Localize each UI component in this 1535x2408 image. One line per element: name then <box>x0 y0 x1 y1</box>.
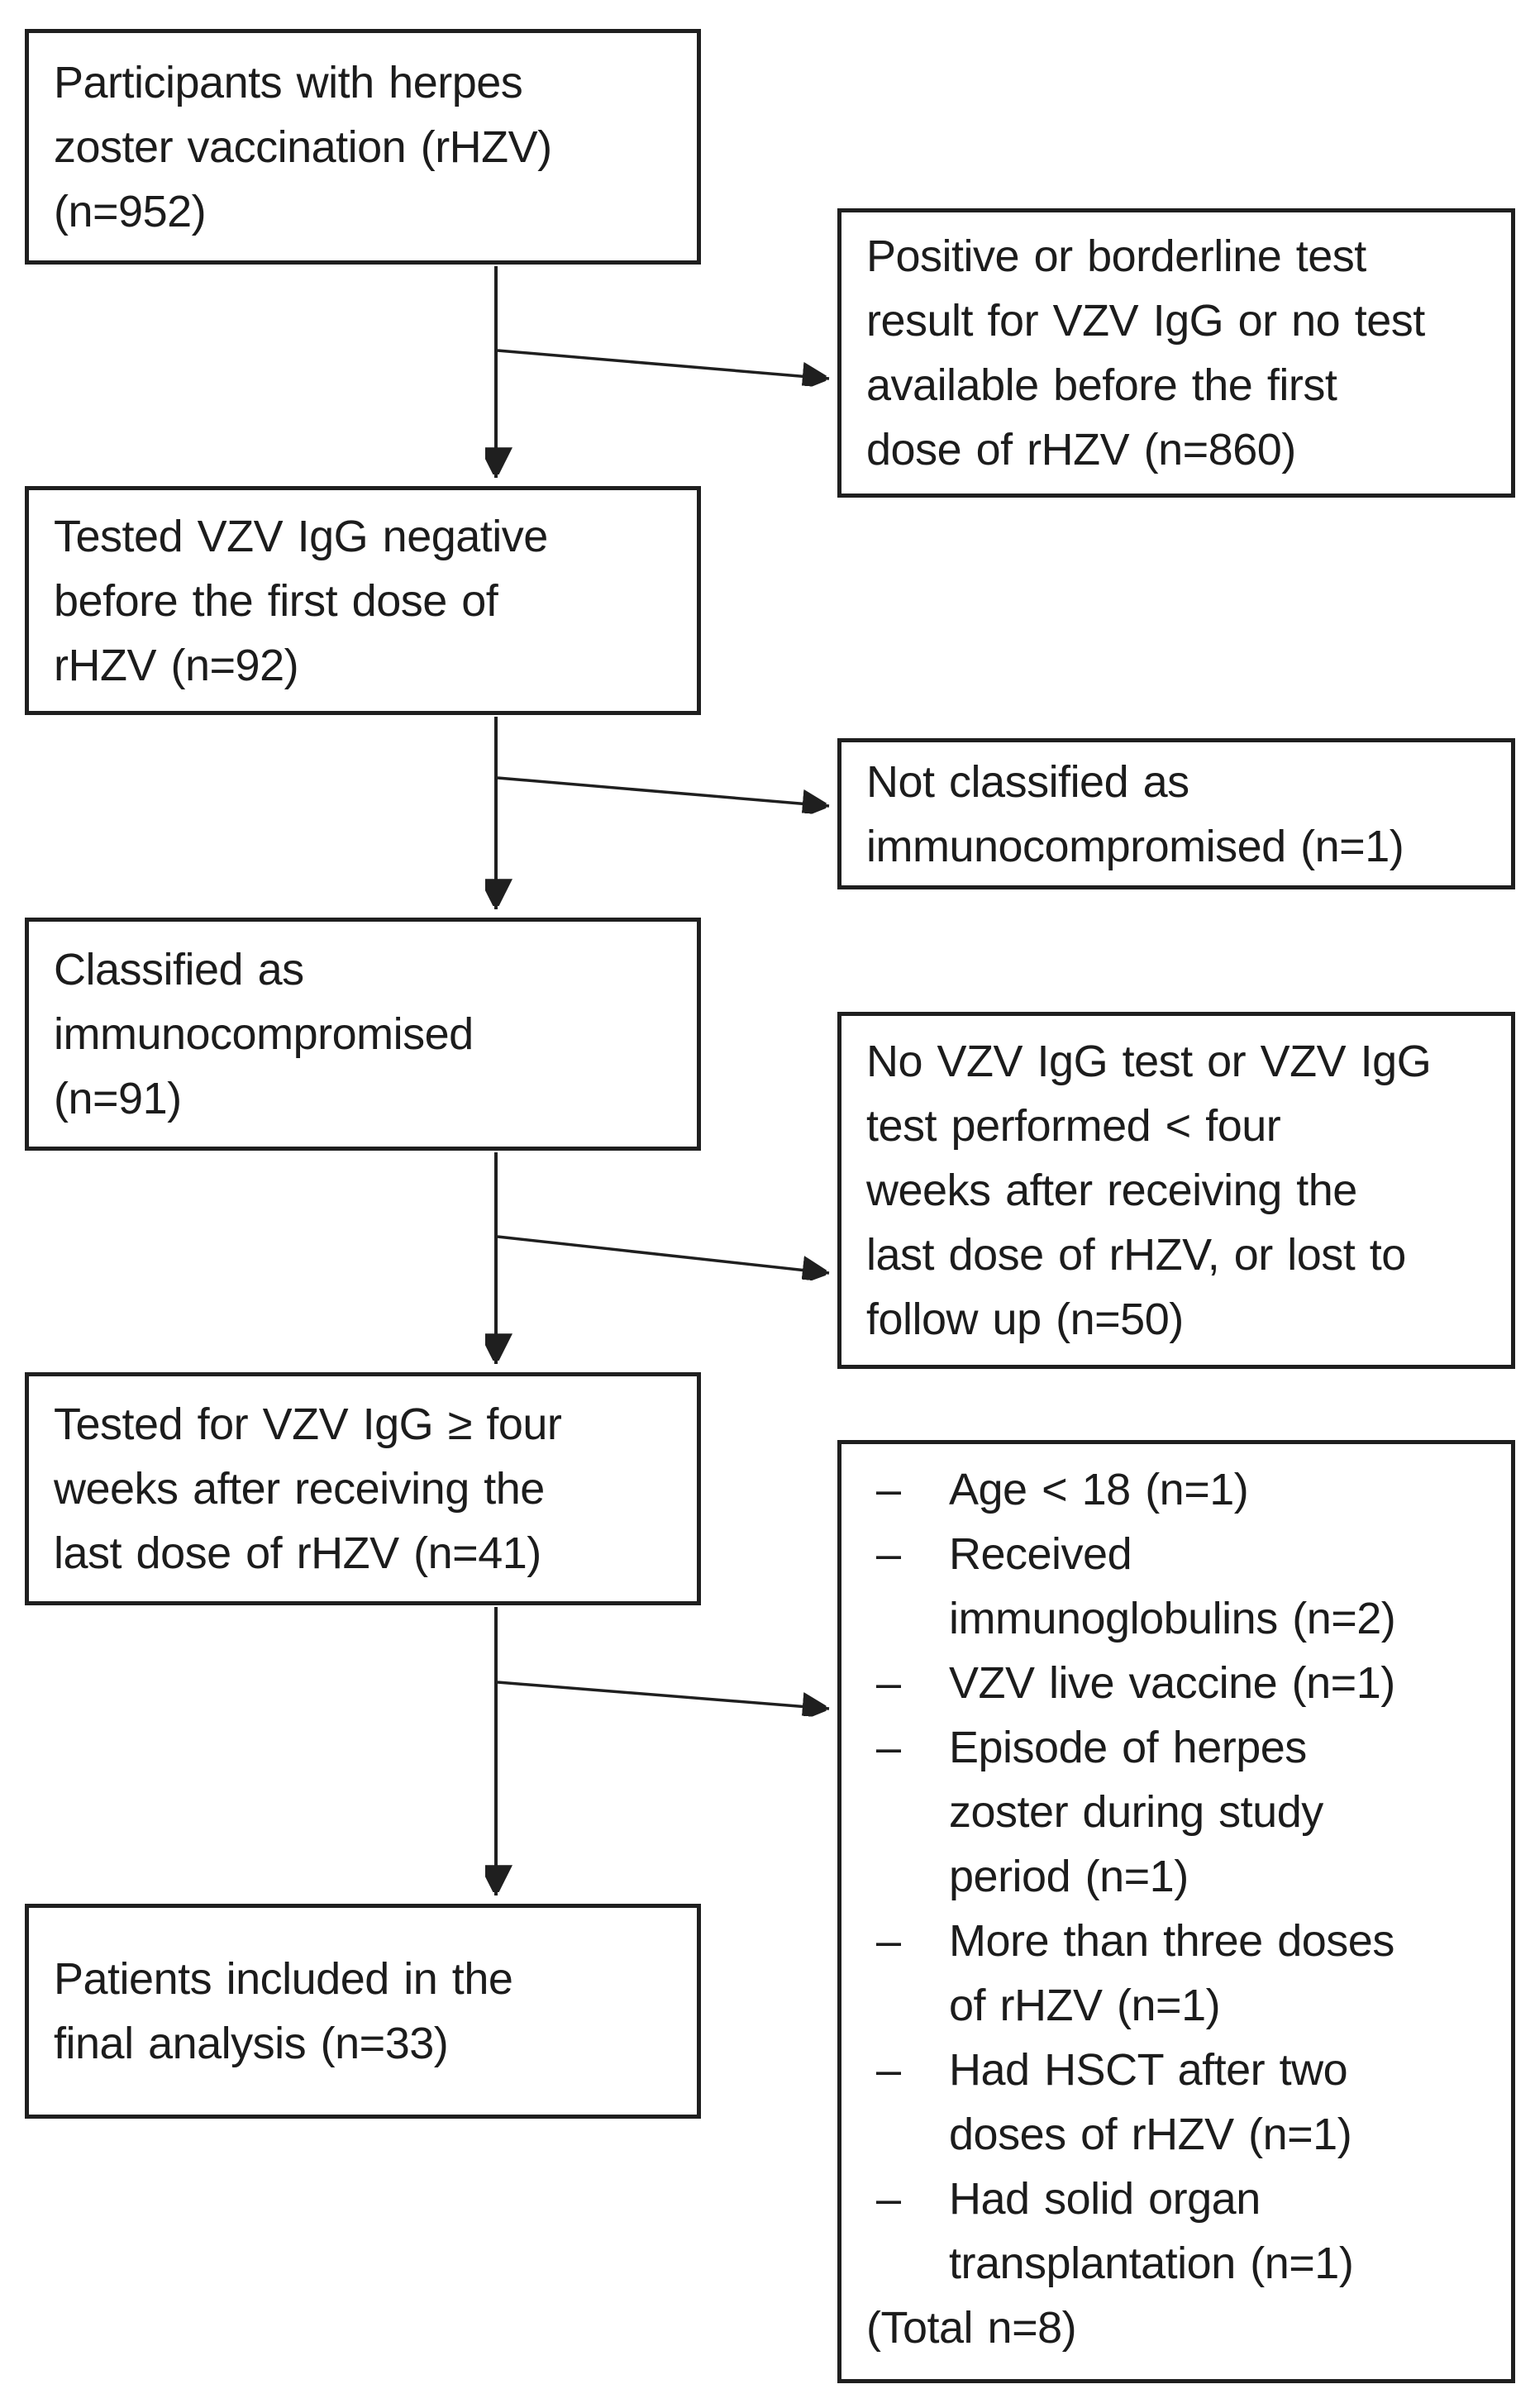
exclusion-list: – Age < 18 (n=1) – Received immunoglobul… <box>841 1444 1511 2373</box>
list-item-text: VZV live vaccine (n=1) <box>949 1658 1395 1708</box>
list-item-text: Received immunoglobulins (n=2) <box>949 1529 1396 1643</box>
list-item: – Had solid organ transplantation (n=1) <box>866 2167 1488 2296</box>
dash-bullet: – <box>876 1916 901 1966</box>
box-tested-negative-text: Tested VZV IgG negative before the first… <box>54 511 548 690</box>
dash-bullet: – <box>876 1529 901 1579</box>
arrow-branch-final-exclusions <box>497 1681 830 1709</box>
box-not-immunocompromised-text: Not classified as immunocompromised (n=1… <box>866 756 1404 871</box>
box-immunocompromised-text: Classified as immunocompromised (n=91) <box>54 945 474 1123</box>
list-item: – Received immunoglobulins (n=2) <box>866 1522 1488 1651</box>
dash-bullet: – <box>876 1465 901 1514</box>
box-participants: Participants with herpes zoster vaccinat… <box>25 29 701 265</box>
box-positive-or-no-test: Positive or borderline test result for V… <box>837 208 1515 498</box>
box-final-analysis-text: Patients included in the final analysis … <box>54 1954 513 2068</box>
list-item-text: Age < 18 (n=1) <box>949 1465 1249 1514</box>
list-item: – Episode of herpes zoster during study … <box>866 1715 1488 1909</box>
arrow-branch-positive-or-no-test <box>497 349 830 379</box>
box-final-analysis: Patients included in the final analysis … <box>25 1904 701 2119</box>
box-tested-after-four-weeks: Tested for VZV IgG ≥ four weeks after re… <box>25 1372 701 1605</box>
list-item-text: More than three doses of rHZV (n=1) <box>949 1916 1394 2030</box>
dash-bullet: – <box>876 1658 901 1708</box>
box-not-immunocompromised: Not classified as immunocompromised (n=1… <box>837 738 1515 889</box>
box-immunocompromised: Classified as immunocompromised (n=91) <box>25 918 701 1151</box>
box-tested-after-four-weeks-text: Tested for VZV IgG ≥ four weeks after re… <box>54 1400 562 1578</box>
exclusion-total: (Total n=8) <box>866 2303 1077 2353</box>
arrow-branch-no-test-or-lost <box>497 1235 830 1273</box>
box-tested-negative: Tested VZV IgG negative before the first… <box>25 486 701 715</box>
list-item-text: Had solid organ transplantation (n=1) <box>949 2174 1354 2288</box>
dash-bullet: – <box>876 2045 901 2095</box>
list-item: – Had HSCT after two doses of rHZV (n=1) <box>866 2038 1488 2167</box>
dash-bullet: – <box>876 2174 901 2224</box>
list-item-text: Episode of herpes zoster during study pe… <box>949 1723 1323 1901</box>
box-no-test-or-lost-text: No VZV IgG test or VZV IgG test performe… <box>866 1037 1432 1344</box>
dash-bullet: – <box>876 1723 901 1772</box>
box-final-exclusion-list: – Age < 18 (n=1) – Received immunoglobul… <box>837 1440 1515 2383</box>
box-positive-or-no-test-text: Positive or borderline test result for V… <box>866 231 1425 474</box>
box-participants-text: Participants with herpes zoster vaccinat… <box>54 57 552 236</box>
list-item-text: Had HSCT after two doses of rHZV (n=1) <box>949 2045 1352 2159</box>
list-item: – VZV live vaccine (n=1) <box>866 1651 1488 1715</box>
arrow-branch-not-immunocompromised <box>497 776 830 806</box>
list-item: – More than three doses of rHZV (n=1) <box>866 1909 1488 2038</box>
list-item: – Age < 18 (n=1) <box>866 1457 1488 1522</box>
box-no-test-or-lost: No VZV IgG test or VZV IgG test performe… <box>837 1012 1515 1369</box>
